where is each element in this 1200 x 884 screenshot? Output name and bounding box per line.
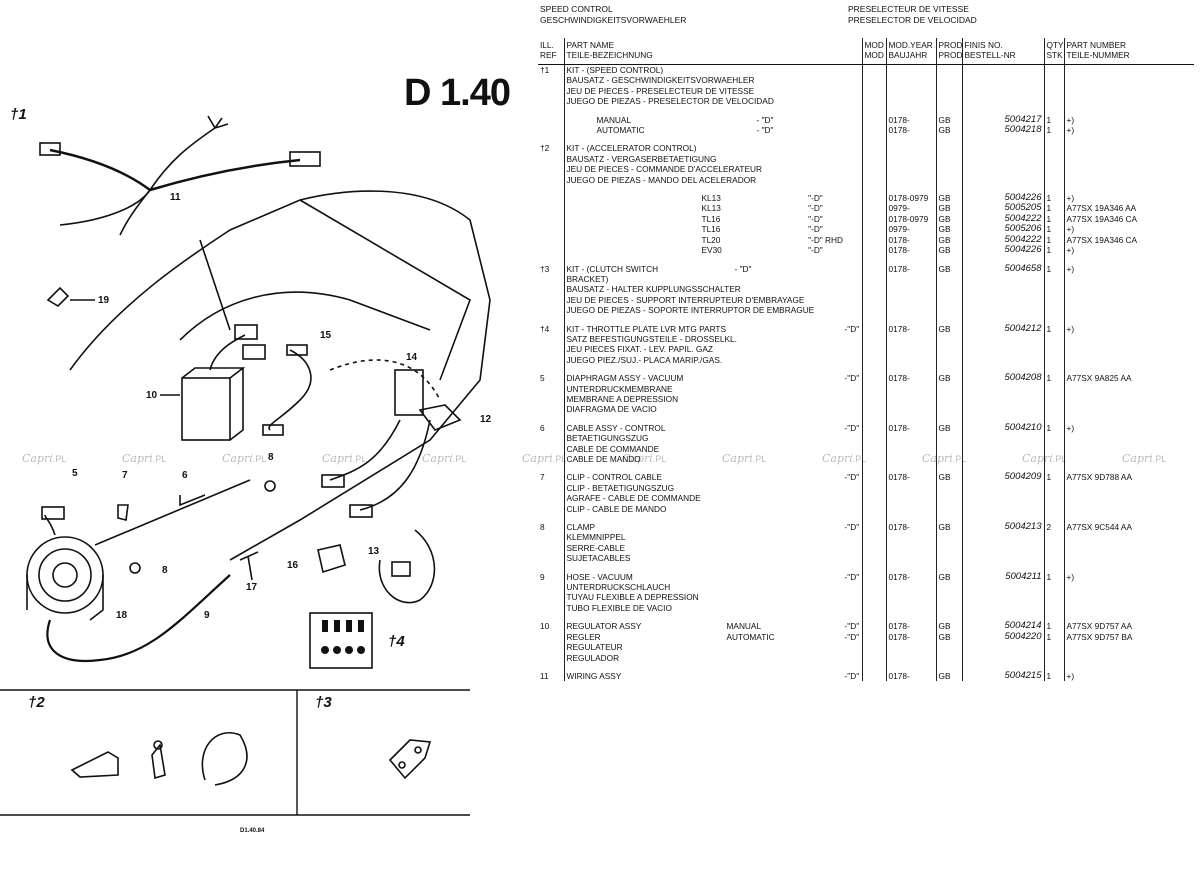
row-gap [538, 315, 1194, 324]
callout-14: 14 [406, 352, 418, 363]
part-name: KIT - THROTTLE PLATE LVR MTG PARTS-"D"SA… [563, 323, 862, 366]
callout-10: 10 [146, 390, 158, 401]
callout-7: 7 [122, 470, 128, 481]
row-gap [538, 255, 1194, 264]
callout-12: 12 [480, 414, 492, 425]
col-finis: FINIS NO.BESTELL-NR [961, 38, 1044, 65]
row-gap [538, 662, 1194, 671]
callout-6: 6 [182, 470, 188, 481]
row-gap [538, 185, 1194, 194]
col-ref: ILL.REF [538, 38, 564, 65]
callout-16: 16 [287, 560, 299, 571]
part-name: WIRING ASSY-"D" [563, 670, 862, 682]
callout-8a: 8 [268, 452, 274, 463]
row-gap [538, 106, 1194, 115]
watermark-6: Capri.PL [522, 452, 567, 465]
part-name: CLIP - CONTROL CABLE-"D"CLIP - BETAETIGU… [563, 472, 862, 515]
part-name: KIT - (ACCELERATOR CONTROL)BAUSATZ - VER… [563, 143, 862, 186]
callout-18: 18 [116, 610, 128, 621]
callout-15: 15 [320, 330, 332, 341]
diagram-drawing [0, 115, 491, 816]
part-name: KIT - (SPEED CONTROL)BAUSATZ - GESCHWIND… [563, 64, 862, 107]
part-name: KIT - (CLUTCH SWITCH- "D"BRACKET)BAUSATZ… [563, 263, 862, 316]
kit-mark-1: †1 [10, 106, 27, 123]
row-gap [538, 514, 1194, 523]
diagram-code: D1.40.84 [240, 828, 265, 834]
row-gap [538, 414, 1194, 423]
kit-mark-4: †4 [388, 633, 405, 650]
callout-19: 19 [98, 295, 110, 306]
row-gap [538, 365, 1194, 374]
row-gap [538, 563, 1194, 572]
page-code: D 1.40 [404, 72, 511, 114]
kit-mark-3: †3 [315, 694, 332, 711]
part-name: DIAPHRAGM ASSY - VACUUM-"D"UNTERDRUCKMEM… [563, 373, 862, 415]
row-gap [538, 135, 1194, 144]
exploded-diagram: D 1.40 †1 †2 †3 †4 19 11 10 15 14 12 5 7… [0, 0, 530, 884]
watermark-1: Capri.PL [22, 452, 67, 465]
kit-mark-2: †2 [28, 694, 45, 711]
callout-9: 9 [204, 610, 210, 621]
watermark-3: Capri.PL [222, 452, 267, 465]
watermark-2: Capri.PL [122, 452, 167, 465]
callout-17: 17 [246, 582, 258, 593]
callout-11: 11 [170, 192, 181, 203]
row-gap [538, 613, 1194, 622]
row-gap [538, 464, 1194, 473]
callout-8b: 8 [162, 565, 168, 576]
callout-5: 5 [72, 468, 78, 479]
watermark-4: Capri.PL [322, 452, 367, 465]
callout-13: 13 [368, 546, 380, 557]
watermark-5: Capri.PL [422, 452, 467, 465]
